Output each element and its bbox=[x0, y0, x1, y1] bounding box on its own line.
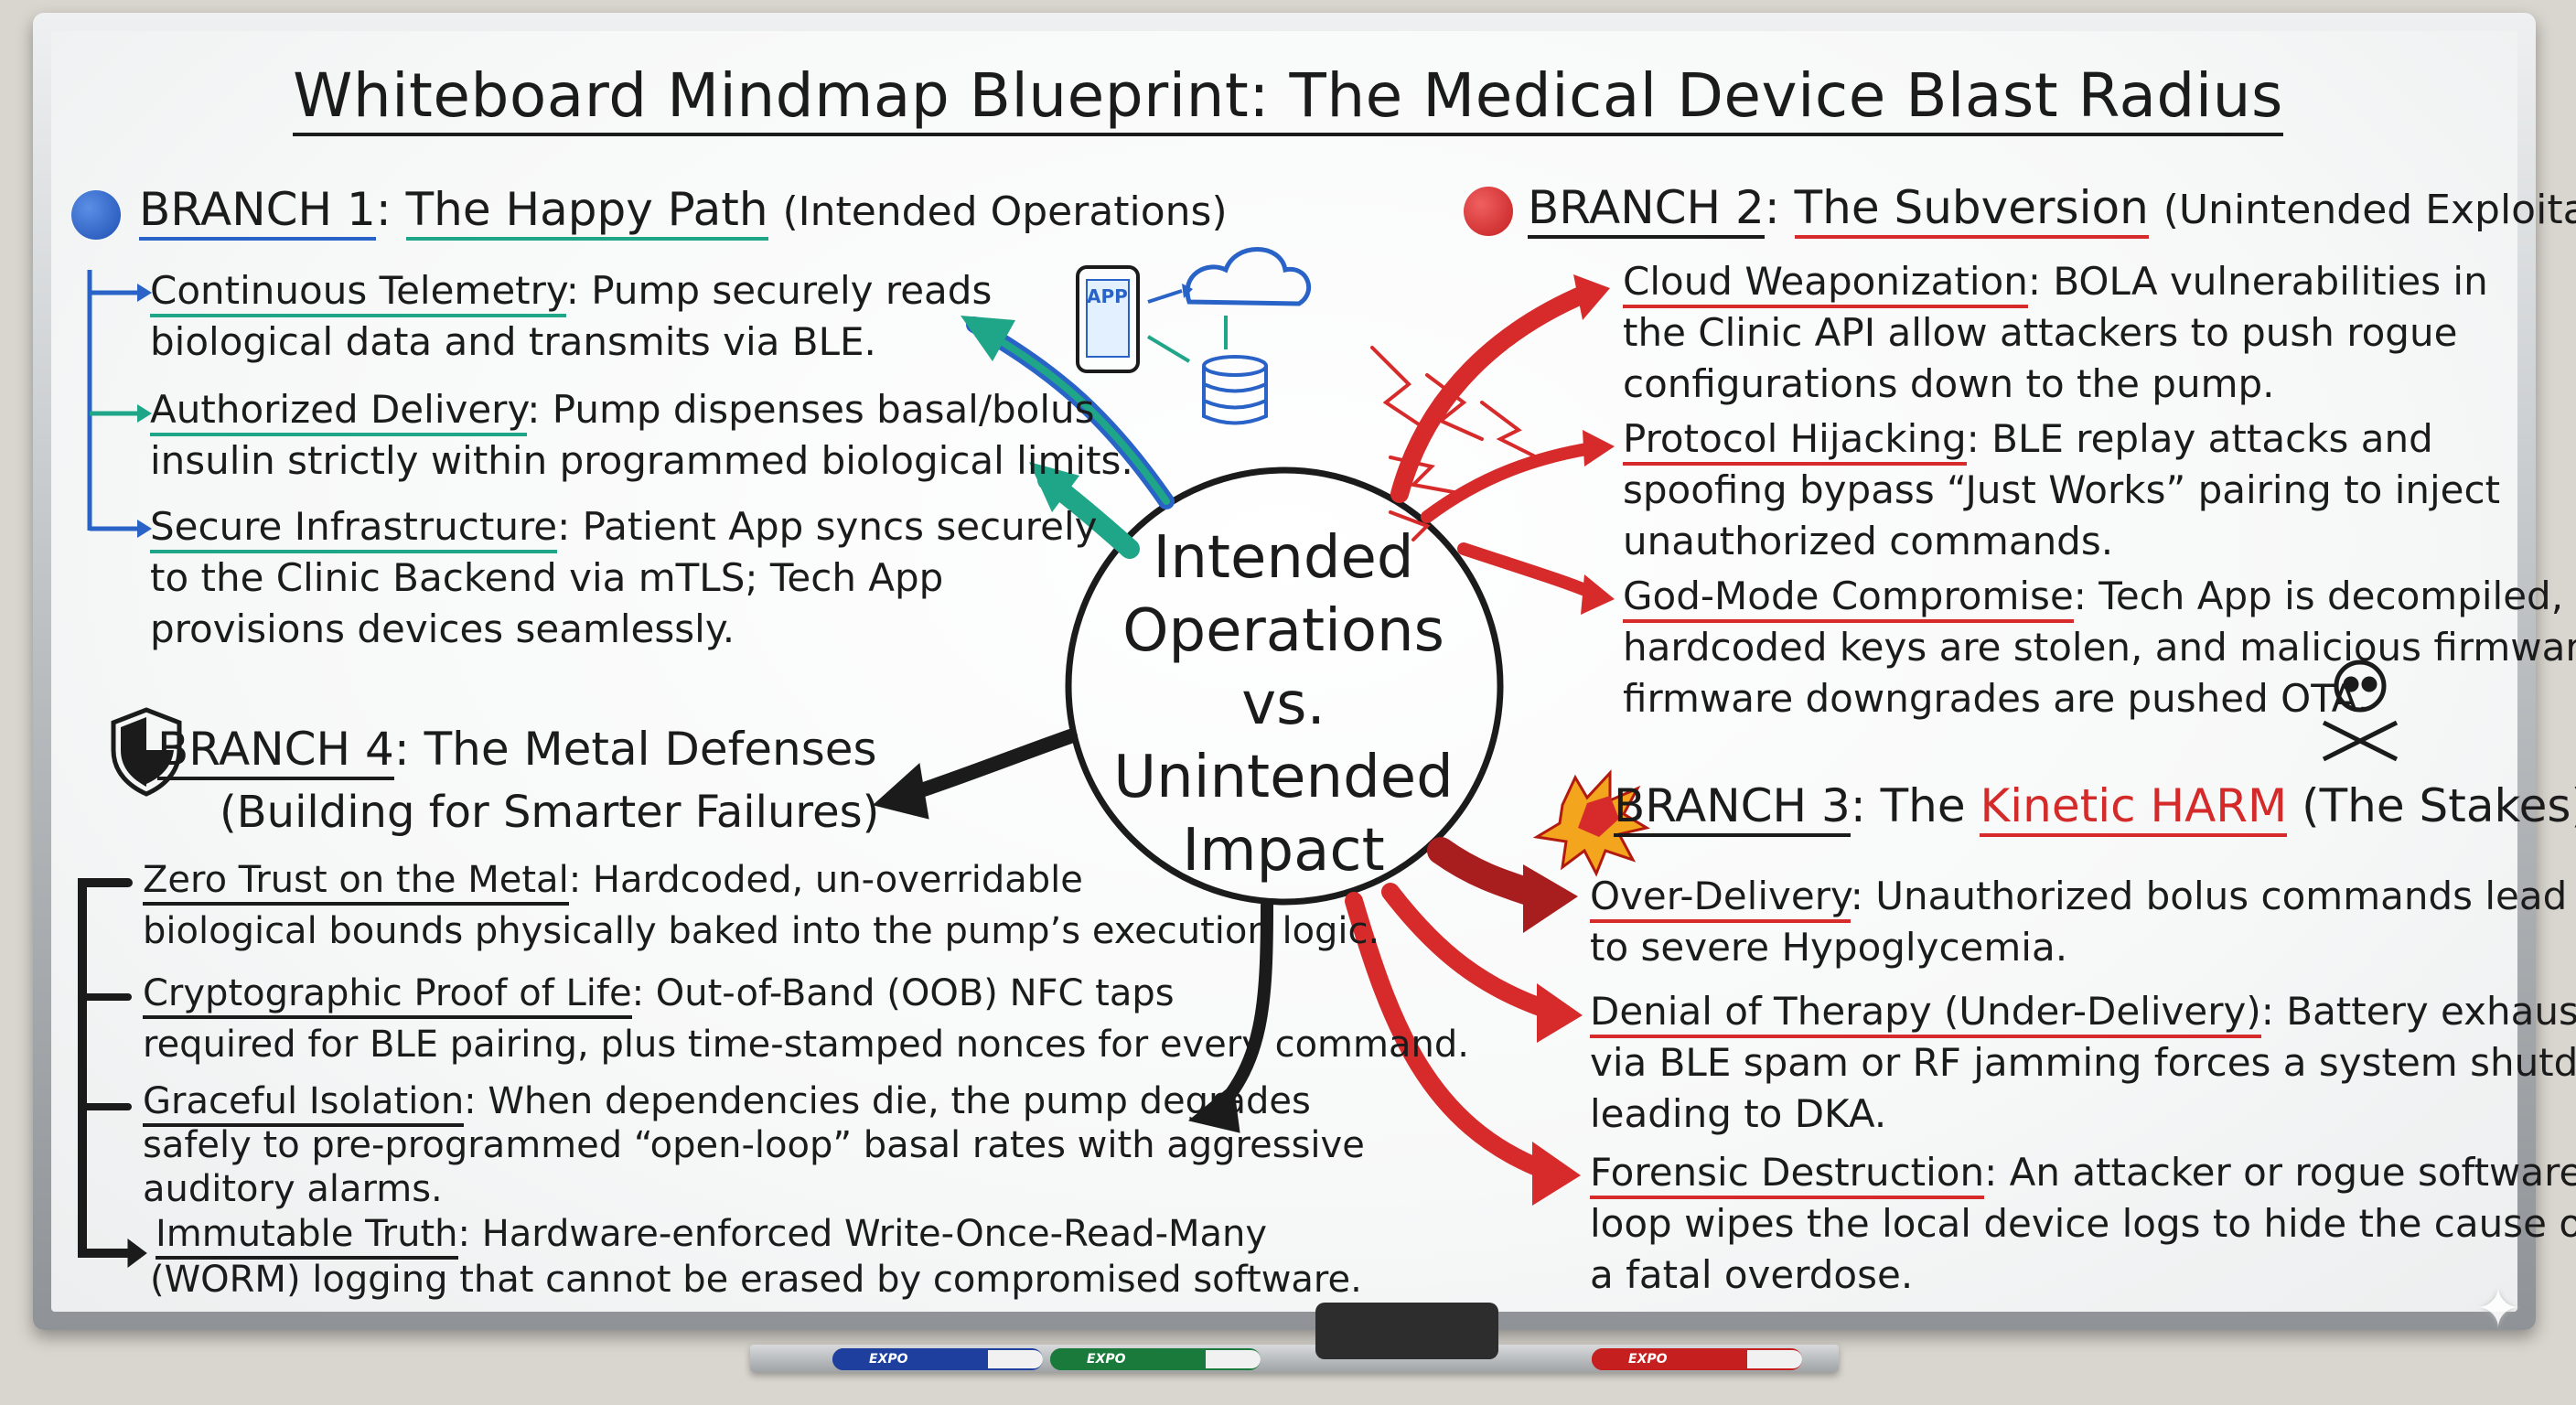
blue-dot-icon bbox=[71, 190, 121, 240]
item-key: Graceful Isolation bbox=[143, 1080, 465, 1127]
item-key: Continuous Telemetry bbox=[150, 268, 566, 317]
branch4-item-1: Zero Trust on the Metal: Hardcoded, un-o… bbox=[143, 859, 1380, 952]
app-label: APP bbox=[1087, 285, 1128, 307]
item-key: Zero Trust on the Metal bbox=[143, 859, 569, 906]
branch2-arrows bbox=[1370, 274, 1615, 615]
item-key: God-Mode Compromise bbox=[1623, 574, 2074, 623]
branch4-title: BRANCH 4: The Metal Defenses bbox=[157, 723, 877, 780]
branch1-item-2: Authorized Delivery: Pump dispenses basa… bbox=[150, 387, 1133, 483]
blue-marker[interactable]: EXPO bbox=[832, 1348, 1043, 1370]
center-topic: Intended Operations vs. Unintended Impac… bbox=[1113, 524, 1454, 885]
item-key: Over-Delivery bbox=[1590, 874, 1851, 923]
app-cloud-sketch bbox=[1076, 247, 1312, 425]
branch2-number: BRANCH 2 bbox=[1528, 181, 1765, 239]
database-icon bbox=[1202, 355, 1268, 425]
branch1-title: BRANCH 1: The Happy Path (Intended Opera… bbox=[139, 183, 1228, 241]
branch1-item-1: Continuous Telemetry: Pump securely read… bbox=[150, 268, 993, 364]
item-key: Authorized Delivery bbox=[150, 387, 528, 436]
item-key: Secure Infrastructure bbox=[150, 504, 558, 553]
branch2-title: BRANCH 2: The Subversion (Unintended Exp… bbox=[1528, 181, 2576, 239]
branch3-item-2: Denial of Therapy (Under-Delivery): Batt… bbox=[1590, 989, 2576, 1136]
branch3-item-3: Forensic Destruction: An attacker or rog… bbox=[1590, 1150, 2576, 1297]
branch3-number: BRANCH 3 bbox=[1614, 779, 1851, 837]
cloud-icon bbox=[1185, 247, 1312, 306]
branch1-item-3: Secure Infrastructure: Patient App syncs… bbox=[150, 504, 1098, 651]
whiteboard-surface bbox=[51, 31, 2517, 1312]
item-key: Cloud Weaponization bbox=[1623, 259, 2028, 308]
branch3-name: Kinetic HARM bbox=[1980, 779, 2288, 837]
skull-crossbones-icon bbox=[2322, 660, 2399, 762]
branch1-name: The Happy Path bbox=[405, 183, 768, 241]
branch2-item-2: Protocol Hijacking: BLE replay attacks a… bbox=[1623, 416, 2501, 563]
eraser[interactable] bbox=[1315, 1303, 1498, 1359]
phone-icon bbox=[1076, 265, 1140, 373]
sparkle-icon: ✦ bbox=[2474, 1277, 2521, 1341]
branch1-qualifier: (Intended Operations) bbox=[782, 188, 1228, 235]
branch1-number: BRANCH 1 bbox=[139, 183, 376, 241]
branch1-arrows bbox=[87, 270, 1175, 559]
item-key: Protocol Hijacking bbox=[1623, 416, 1967, 466]
branch4-arrows bbox=[78, 729, 1273, 1268]
branch4-item-3: Graceful Isolation: When dependencies di… bbox=[143, 1080, 1365, 1210]
item-key: Immutable Truth bbox=[156, 1213, 458, 1260]
branch2-name: The Subversion bbox=[1794, 181, 2149, 239]
branch4-qualifier: (Building for Smarter Failures) bbox=[220, 787, 880, 838]
green-marker[interactable]: EXPO bbox=[1050, 1348, 1261, 1370]
branch3-qualifier: (The Stakes) bbox=[2302, 779, 2576, 832]
branch3-title: BRANCH 3: The Kinetic HARM (The Stakes) bbox=[1614, 779, 2576, 837]
branch4-item-4: Immutable Truth: Hardware-enforced Write… bbox=[150, 1213, 1362, 1301]
item-key: Cryptographic Proof of Life bbox=[143, 972, 632, 1019]
branch3-arrows bbox=[1345, 837, 1583, 1206]
explosion-icon bbox=[1532, 769, 1650, 877]
item-key: Forensic Destruction bbox=[1590, 1150, 1985, 1199]
branch2-item-1: Cloud Weaponization: BOLA vulnerabilitie… bbox=[1623, 259, 2488, 406]
branch4-number: BRANCH 4 bbox=[157, 723, 394, 780]
branch3-item-1: Over-Delivery: Unauthorized bolus comman… bbox=[1590, 874, 2568, 970]
shield-icon bbox=[111, 707, 182, 797]
branch2-qualifier: (Unintended Exploitation) bbox=[2163, 187, 2576, 233]
red-marker[interactable]: EXPO bbox=[1592, 1348, 1802, 1370]
branch4-item-2: Cryptographic Proof of Life: Out-of-Band… bbox=[143, 972, 1469, 1066]
item-key: Denial of Therapy (Under-Delivery) bbox=[1590, 989, 2261, 1038]
branch2-item-3: God-Mode Compromise: Tech App is decompi… bbox=[1623, 574, 2576, 721]
page-title: Whiteboard Mindmap Blueprint: The Medica… bbox=[0, 60, 2576, 136]
red-dot-icon bbox=[1464, 187, 1513, 236]
branch4-name: : The Metal Defenses bbox=[393, 723, 877, 776]
center-circle bbox=[1065, 467, 1504, 906]
